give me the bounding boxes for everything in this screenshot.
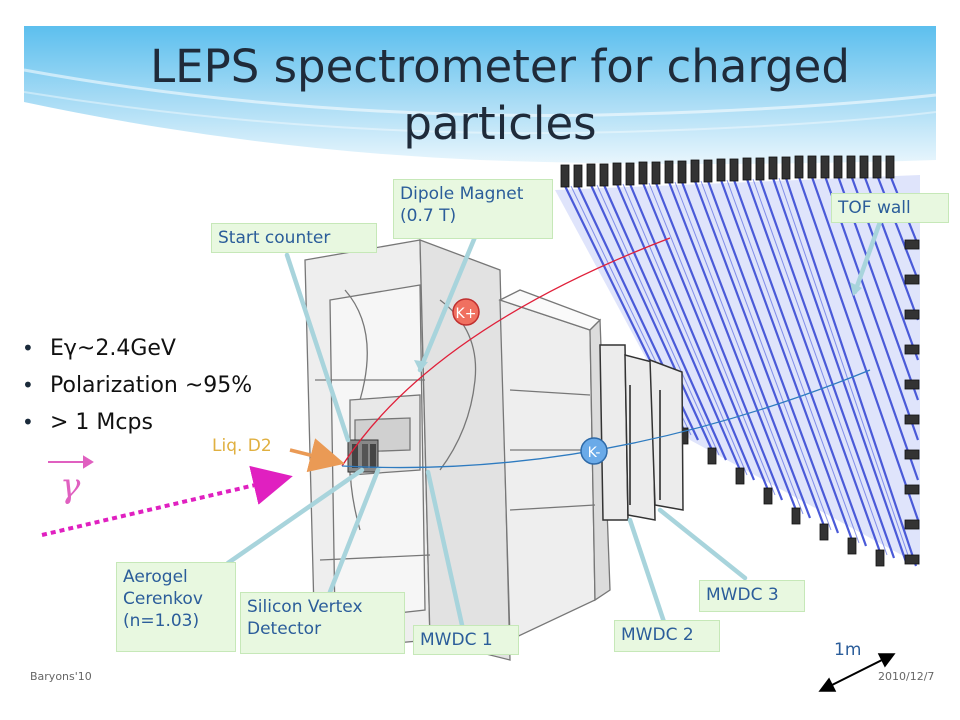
bullet-dot: •: [22, 410, 34, 434]
k-minus-marker: [580, 437, 608, 465]
liq-d2-arrow: [289, 438, 345, 473]
k-plus-marker: [452, 298, 480, 326]
title-banner: [23, 26, 937, 164]
bullet-item: • > 1 Mcps: [22, 404, 252, 441]
bullet-dot: •: [22, 373, 34, 397]
footer-conference: Baryons'10: [30, 670, 92, 683]
aerogel-label: Aerogel Cerenkov (n=1.03): [116, 562, 236, 652]
bullet-list: • Eγ~2.4GeV • Polarization ~95% • > 1 Mcps: [22, 330, 252, 441]
slide-title: LEPS spectrometer for charged particles: [150, 40, 850, 150]
bullet-text: > 1 Mcps: [50, 410, 153, 435]
scale-arrow: [818, 653, 896, 692]
mwdc1-label: MWDC 1: [413, 625, 519, 655]
k-plus-track: [341, 237, 671, 467]
bullet-text: Eγ~2.4GeV: [50, 336, 176, 361]
tof-wall-label: TOF wall: [831, 193, 949, 223]
start-counter-label: Start counter: [211, 223, 377, 253]
footer-date: 2010/12/7: [878, 670, 935, 683]
gamma-vector-arrow: [48, 455, 94, 469]
k-plus-label: K+: [456, 306, 477, 322]
photon-beam: [41, 465, 293, 537]
dipole-magnet-label: Dipole Magnet (0.7 T): [393, 179, 553, 239]
k-minus-label: K-: [588, 445, 601, 461]
leader-lines: [225, 219, 883, 628]
bullet-dot: •: [22, 336, 34, 360]
liq-d2-label: Liq. D2: [212, 436, 272, 456]
tof-wall: [555, 155, 920, 567]
bullet-text: Polarization ~95%: [50, 373, 253, 398]
bullet-item: • Polarization ~95%: [22, 367, 252, 404]
mwdc2-label: MWDC 2: [614, 620, 720, 652]
svd-label: Silicon Vertex Detector: [240, 592, 405, 654]
spectrometer-diagram: K+ K-: [41, 155, 920, 692]
bullet-item: • Eγ~2.4GeV: [22, 330, 252, 367]
gamma-symbol: γ: [60, 466, 81, 506]
mwdc3-label: MWDC 3: [699, 580, 805, 612]
mwdc-planes: [599, 344, 684, 521]
scale-label: 1m: [834, 640, 862, 660]
